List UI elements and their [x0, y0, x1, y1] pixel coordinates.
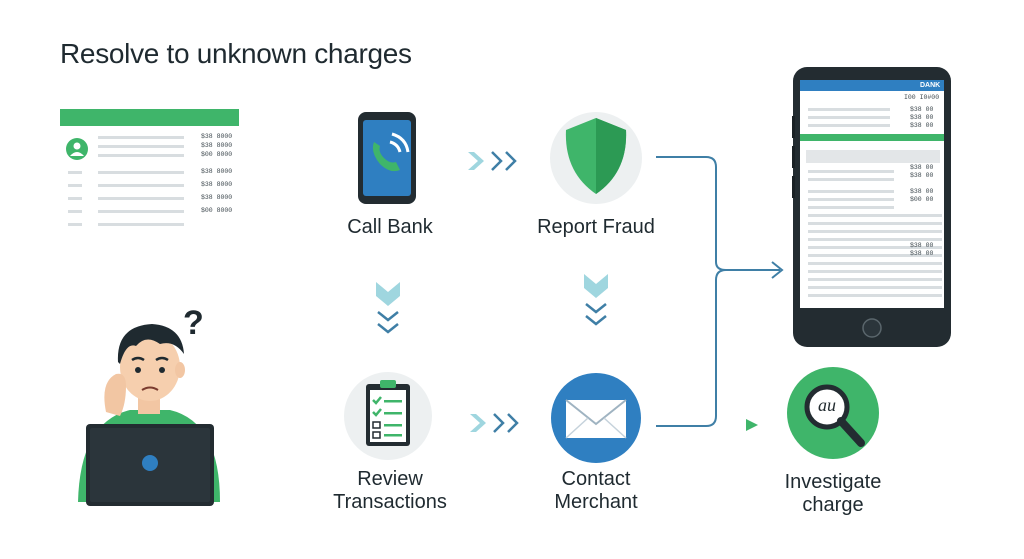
tablet-subheader: I00 I0#00 — [904, 94, 940, 101]
step-label-review-transactions: Review Transactions — [333, 468, 447, 513]
statement-value: $38 8000 — [201, 168, 233, 175]
tablet-graphic — [792, 67, 951, 347]
tablet-value: $38 00 — [910, 242, 934, 249]
magnifier-text: au — [818, 395, 836, 415]
tablet-home-button — [862, 318, 882, 338]
tablet-accent-bar — [800, 134, 944, 141]
tablet-value: $38 00 — [910, 172, 934, 179]
statement-value: $38 8000 — [201, 181, 233, 188]
bank-statement: $38 8000 $38 8000 $00 8000 $38 8000 $38 … — [60, 109, 240, 234]
connector-line — [656, 156, 784, 427]
statement-graphic — [60, 109, 239, 226]
question-mark: ? — [183, 304, 204, 342]
envelope-icon — [551, 373, 641, 463]
person-illustration — [78, 324, 220, 506]
confused-person: ? — [70, 304, 230, 512]
step-call-bank: Call Bank — [330, 110, 450, 240]
step-contact-merchant: Contact Merchant — [530, 372, 670, 522]
statement-value: $38 8000 — [201, 194, 233, 201]
chevron-right-icon — [470, 414, 486, 432]
clipboard-checklist-icon — [344, 372, 432, 460]
tablet-value: $38 00 — [910, 122, 934, 129]
statement-value: $00 8000 — [201, 207, 233, 214]
chevron-down-icon — [584, 274, 608, 298]
tablet-header-bar — [800, 80, 944, 91]
step-label-contact-merchant: Contact Merchant — [554, 468, 638, 513]
page-title: Resolve to unknown charges — [60, 38, 412, 69]
tablet-value: $38 00 — [910, 114, 934, 121]
tablet-header-label: DANK — [920, 82, 941, 89]
magnifier-icon — [787, 367, 879, 459]
tablet-value: $38 00 — [910, 250, 934, 257]
step-label-investigate-charge: Investigate charge — [784, 471, 882, 516]
chevron-down-icon — [377, 311, 399, 334]
tablet-value: $00 00 — [910, 196, 934, 203]
step-label-report-fraud: Report Fraud — [537, 216, 655, 238]
chevron-right-icon — [468, 152, 484, 170]
phone-call-icon — [358, 112, 416, 204]
laptop-logo-icon — [142, 455, 158, 471]
tablet-value: $38 00 — [910, 164, 934, 171]
triangle-right-icon — [746, 419, 758, 431]
step-label-call-bank: Call Bank — [347, 216, 433, 238]
statement-value: $38 8000 — [201, 142, 233, 149]
tablet-value: $38 00 — [910, 188, 934, 195]
statement-value: $00 8000 — [201, 151, 233, 158]
chevron-down-icon — [376, 282, 400, 306]
chevron-down-icon — [585, 303, 607, 326]
tablet-device: DANK I00 I0#00 $38 00 $38 00 $38 00 $38 … — [792, 66, 952, 348]
step-review-transactions: Review Transactions — [325, 372, 455, 522]
step-report-fraud: Report Fraud — [530, 110, 670, 240]
chevron-right-icon — [491, 151, 517, 171]
tablet-value: $38 00 — [910, 106, 934, 113]
statement-value: $38 8000 — [201, 133, 233, 140]
statement-header-bar — [60, 109, 239, 126]
chevron-right-icon — [493, 413, 519, 433]
step-investigate-charge: au Investigate charge — [765, 365, 905, 525]
shield-icon — [550, 112, 642, 204]
